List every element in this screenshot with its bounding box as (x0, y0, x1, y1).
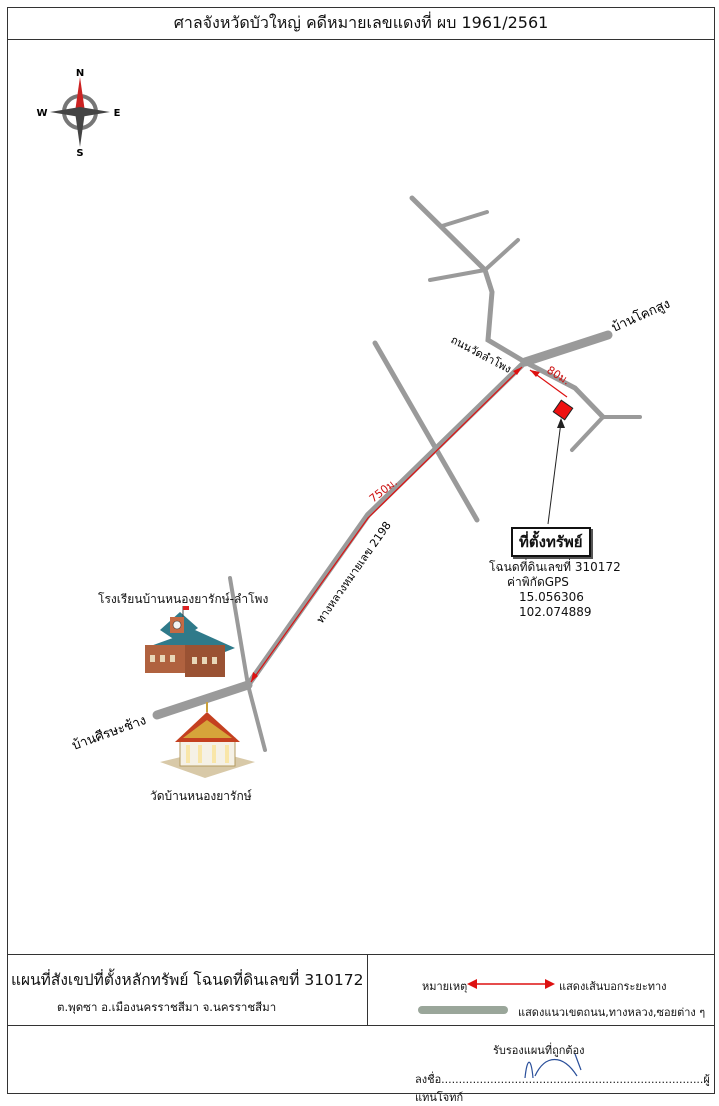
certify-text: รับรองแผนที่ถูกต้อง (493, 1044, 585, 1057)
road-network (152, 195, 642, 752)
asset-info: โฉนดที่ดินเลขที่ 310172 ค่าพิกัดGPS 15.0… (489, 560, 621, 620)
footer: แผนที่สังเขปที่ตั้งหลักทรัพย์ โฉนดที่ดิน… (7, 954, 715, 1026)
page-frame (7, 7, 715, 1094)
road-south-1 (228, 576, 250, 687)
road-east-spur-2 (570, 415, 605, 452)
asset-deed: โฉนดที่ดินเลขที่ 310172 (489, 560, 621, 574)
asset-lon: 102.074889 (519, 605, 592, 619)
footer-divider (367, 955, 368, 1025)
legend-road-icon (418, 1006, 508, 1014)
asset-lat: 15.056306 (519, 590, 584, 604)
asset-title-box: ที่ตั้งทรัพย์ (511, 527, 591, 557)
legend-arrow-icon (467, 979, 555, 989)
road-north-branch (409, 195, 528, 365)
road-ban-khok-sung (520, 330, 613, 367)
road-crossing (372, 340, 480, 523)
compass-west: W (36, 108, 47, 119)
highway-2198 (245, 359, 528, 688)
distance-arrows (250, 366, 568, 683)
compass-east: E (114, 108, 121, 119)
label-temple: วัดบ้านหนองยารักษ์ (150, 789, 252, 803)
compass-north: N (76, 68, 84, 79)
signature-scribble (524, 1053, 582, 1079)
road-spur-3 (483, 238, 520, 272)
road-east (522, 359, 606, 420)
plan-location: ต.พุดซา อ.เมืองนครราชสีมา จ.นครราชสีมา (57, 1000, 277, 1014)
school-icon (145, 606, 235, 677)
road-south-2 (246, 683, 267, 752)
sign-line: ลงชื่อ..................................… (415, 1073, 710, 1104)
label-ban-si-rat: บ้านศีรษะช้าง (70, 712, 148, 754)
legend-arrow-text: แสดงเส้นบอกระยะทาง (559, 980, 667, 993)
plan-title: แผนที่สังเขปที่ตั้งหลักทรัพย์ โฉนดที่ดิน… (11, 971, 364, 989)
road-spur-1 (440, 210, 489, 228)
signature-area: รับรองแผนที่ถูกต้อง ลงชื่อ..............… (7, 1026, 715, 1104)
label-road-wat: ถนนวัดลำโพง (449, 332, 514, 376)
asset-title: ที่ตั้งทรัพย์ (519, 533, 583, 551)
asset-gps-label: ค่าพิกัดGPS (507, 575, 569, 589)
compass-south: S (76, 148, 83, 159)
road-ban-si-rat (152, 680, 253, 720)
temple-icon (160, 702, 255, 778)
header: ศาลจังหวัดบัวใหญ่ คดีหมายเลขแดงที่ ผบ 19… (7, 7, 715, 40)
label-school: โรงเรียนบ้านหนองยารักษ์-ลำโพง (98, 592, 269, 606)
legend-label: หมายเหตุ (422, 980, 468, 993)
compass-icon: N S W E (36, 68, 120, 159)
asset-marker (547, 399, 574, 525)
page-title: ศาลจังหวัดบัวใหญ่ คดีหมายเลขแดงที่ ผบ 19… (173, 12, 549, 32)
road-spur-2 (428, 268, 487, 282)
legend-road-text: แสดงแนวเขตถนน,ทางหลวง,ซอยต่าง ๆ (518, 1006, 706, 1019)
label-ban-khok-sung: บ้านโคกสูง (609, 296, 672, 336)
